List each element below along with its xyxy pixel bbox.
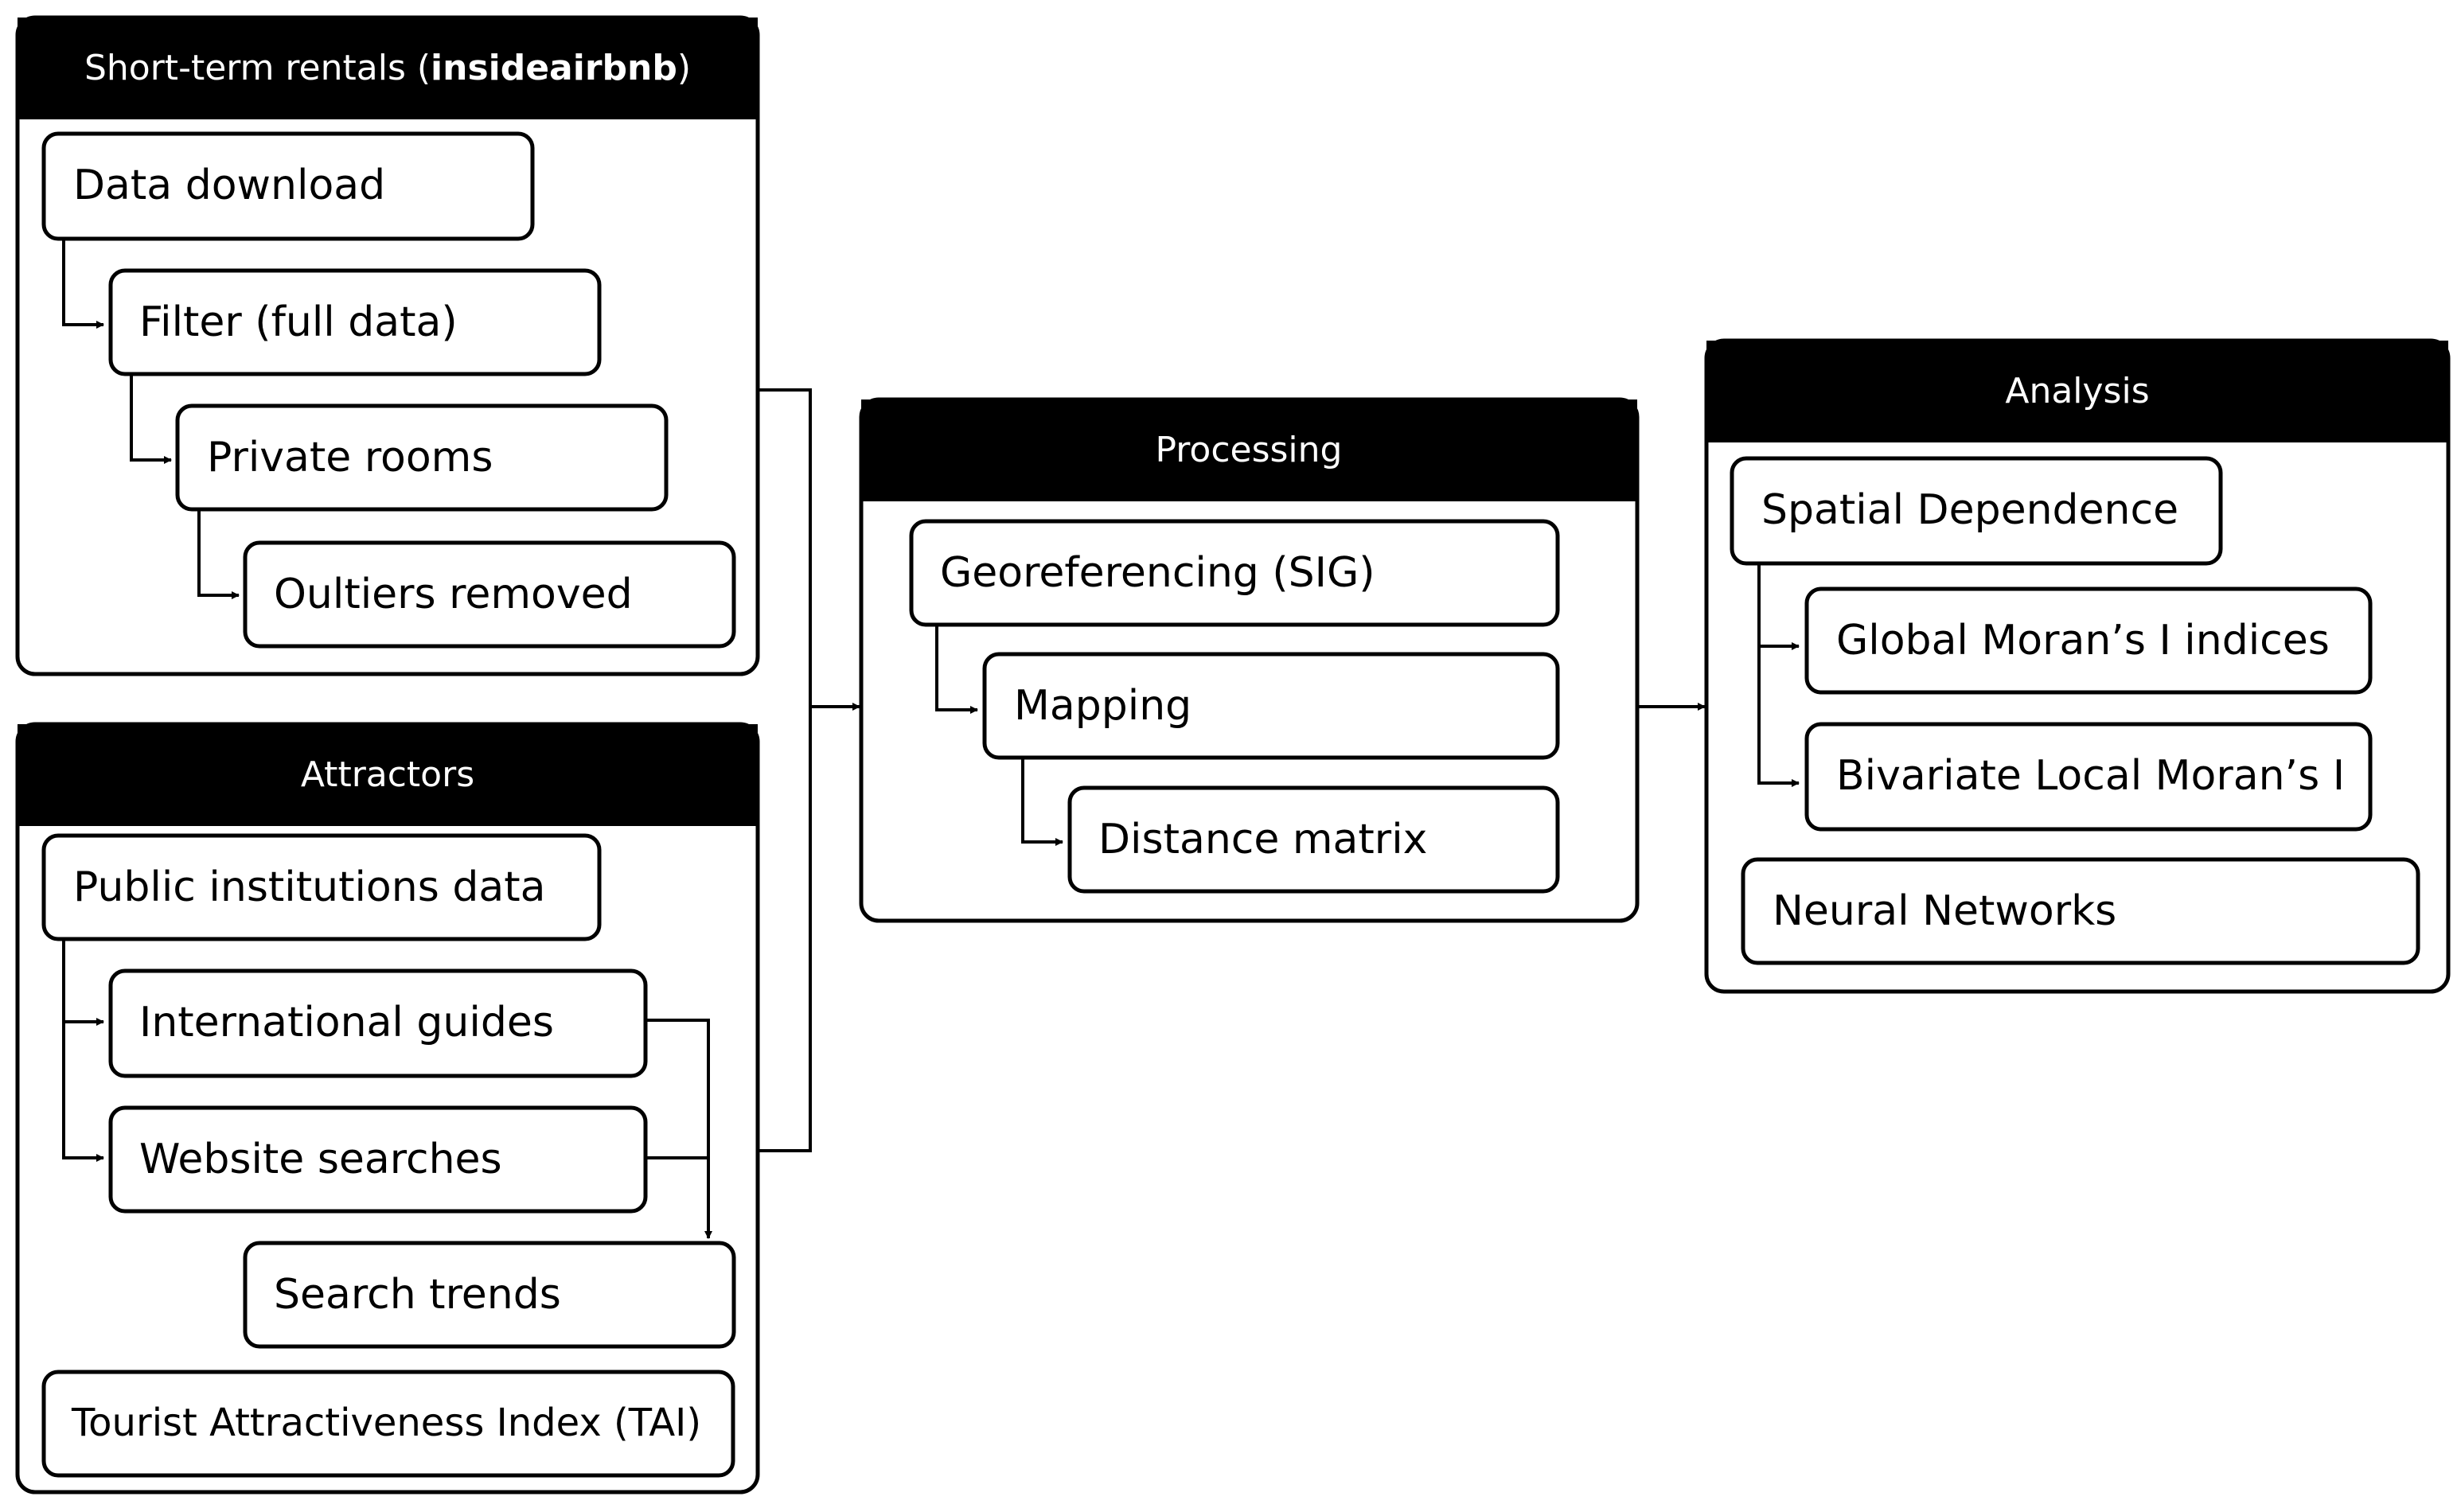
panel-title-processing: Processing bbox=[1156, 430, 1343, 470]
node-bivariate-local-morans-i: Bivariate Local Moran’s I bbox=[1804, 722, 2373, 832]
node-label: Oultiers removed bbox=[274, 571, 633, 618]
panel-header-short-term bbox=[18, 18, 758, 119]
node-label: Filter (full data) bbox=[139, 298, 458, 346]
panel-analysis: Analysis Spatial Dependence Global Moran… bbox=[1704, 338, 2451, 994]
panel-title-attractors: Attractors bbox=[301, 754, 474, 795]
panel-attractors: Attractors Public institutions data Inte… bbox=[15, 722, 760, 1494]
panel-header-processing bbox=[861, 399, 1637, 501]
connector-arrow bbox=[1021, 758, 1063, 846]
node-label: Website searches bbox=[139, 1136, 502, 1183]
panel-header-analysis bbox=[1706, 341, 2448, 442]
node-label: Private rooms bbox=[207, 434, 493, 481]
panel-header-attractors bbox=[18, 724, 758, 826]
node-website-searches: Website searches bbox=[108, 1105, 648, 1214]
node-mapping: Mapping bbox=[982, 652, 1560, 760]
node-label: Tourist Attractiveness Index (TAI) bbox=[71, 1401, 701, 1445]
node-georeferencing: Georeferencing (SIG) bbox=[909, 519, 1560, 627]
node-outliers-removed: Oultiers removed bbox=[243, 540, 736, 649]
node-label: Neural Networks bbox=[1773, 887, 2116, 935]
node-public-institutions-data: Public institutions data bbox=[41, 833, 602, 941]
node-label: International guides bbox=[139, 999, 554, 1046]
panel-title-short-term: Short-term rentals (insideairbnb) bbox=[84, 48, 691, 88]
node-distance-matrix: Distance matrix bbox=[1067, 785, 1560, 894]
node-tourist-attractiveness-index: Tourist Attractiveness Index (TAI) bbox=[41, 1370, 735, 1478]
node-label: Spatial Dependence bbox=[1761, 486, 2178, 534]
node-label: Data download bbox=[73, 162, 385, 209]
connector-arrow bbox=[197, 509, 240, 599]
node-label: Distance matrix bbox=[1098, 816, 1427, 863]
node-search-trends: Search trends bbox=[243, 1241, 736, 1349]
connector-arrow bbox=[935, 625, 978, 714]
node-neural-networks: Neural Networks bbox=[1741, 857, 2420, 965]
node-label: Public institutions data bbox=[73, 863, 545, 911]
connector-arrow bbox=[1757, 563, 1800, 787]
connector-arrow bbox=[130, 374, 172, 464]
panel-processing: Processing Georeferencing (SIG) Mapping … bbox=[859, 397, 1640, 923]
merge-connector bbox=[758, 388, 860, 1152]
node-global-morans-i: Global Moran’s I indices bbox=[1804, 586, 2373, 695]
node-label: Global Moran’s I indices bbox=[1836, 617, 2330, 664]
node-international-guides: International guides bbox=[108, 968, 648, 1078]
node-private-rooms: Private rooms bbox=[175, 403, 669, 512]
panel-title-analysis: Analysis bbox=[2005, 371, 2149, 411]
node-label: Bivariate Local Moran’s I bbox=[1836, 752, 2345, 800]
panel-short-term-rentals: Short-term rentals (insideairbnb) Data d… bbox=[15, 15, 760, 676]
connector-arrow bbox=[646, 1019, 712, 1239]
connector-arrow bbox=[62, 939, 104, 1162]
node-data-download: Data download bbox=[41, 131, 535, 241]
node-label: Mapping bbox=[1014, 682, 1191, 730]
node-filter-full-data: Filter (full data) bbox=[108, 268, 602, 376]
node-label: Search trends bbox=[274, 1271, 561, 1319]
node-label: Georeferencing (SIG) bbox=[940, 549, 1375, 597]
connector-arrow bbox=[62, 239, 104, 329]
node-spatial-dependence: Spatial Dependence bbox=[1730, 456, 2223, 566]
